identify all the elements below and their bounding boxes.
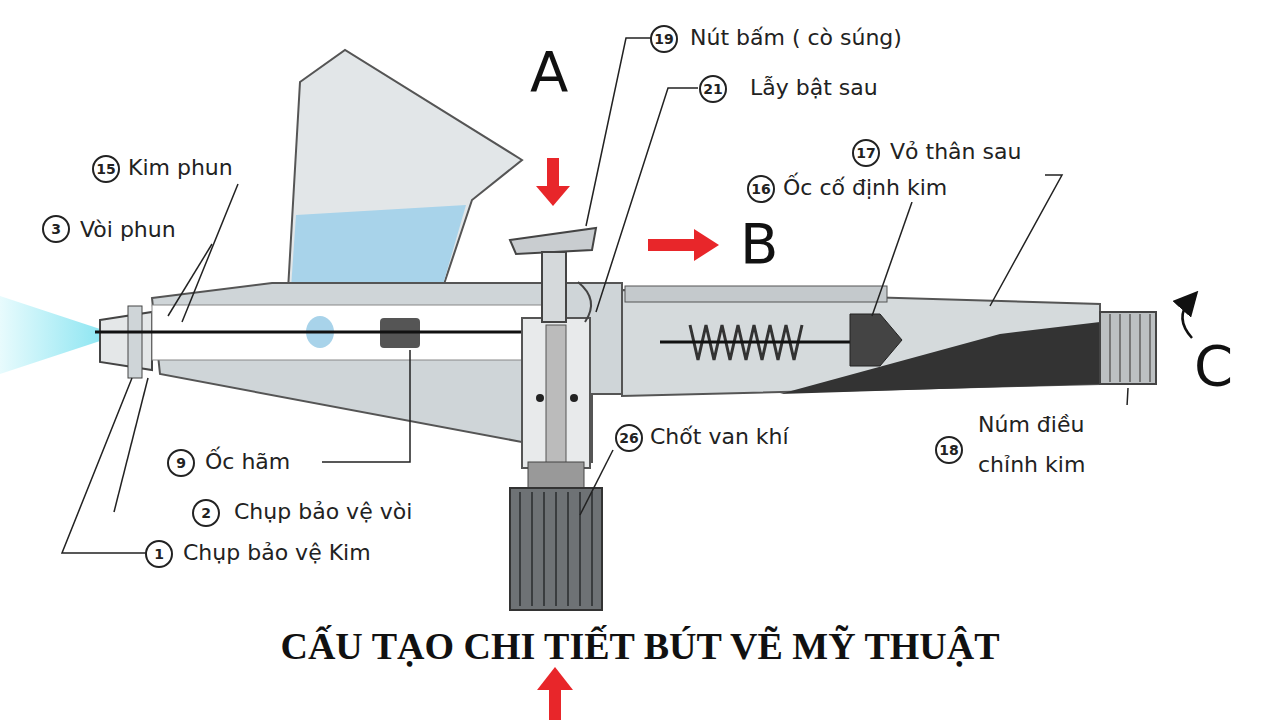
callout-number: 21 <box>699 75 727 103</box>
callout-number: 26 <box>615 424 643 452</box>
title-row: CẤU TẠO CHI TIẾT BÚT VẼ MỸ THUẬT <box>0 624 1280 668</box>
part-name: Nút bấm ( cò súng) <box>688 24 904 52</box>
callout-number: 15 <box>92 155 120 183</box>
part-name: Vòi phun <box>78 216 178 244</box>
part-name: Vỏ thân sau <box>888 138 1023 166</box>
part-name: Ốc cố định kim <box>781 174 949 202</box>
callout-number: 16 <box>747 175 775 203</box>
callout-number: 18 <box>935 436 963 464</box>
part-name: Chụp bảo vệ vòi <box>232 498 414 526</box>
diagram-title: CẤU TẠO CHI TIẾT BÚT VẼ MỸ THUẬT <box>280 625 999 667</box>
part-name: Chụp bảo vệ Kim <box>181 539 373 567</box>
callout-number: 19 <box>650 25 678 53</box>
direction-letter: B <box>740 212 778 276</box>
part-name: Ốc hãm <box>203 448 292 476</box>
callout-number: 1 <box>145 540 173 568</box>
callout-number: 9 <box>167 449 195 477</box>
callout-number: 2 <box>192 499 220 527</box>
callout-number: 3 <box>42 215 70 243</box>
part-name: Núm điều chỉnh kim <box>976 405 1145 485</box>
part-name: Kim phun <box>126 154 235 182</box>
callout-number: 17 <box>852 139 880 167</box>
part-name: Chốt van khí <box>648 423 791 451</box>
direction-letter: A <box>530 40 568 104</box>
direction-letter: C <box>1194 334 1233 398</box>
part-name: Lẫy bật sau <box>748 74 880 102</box>
